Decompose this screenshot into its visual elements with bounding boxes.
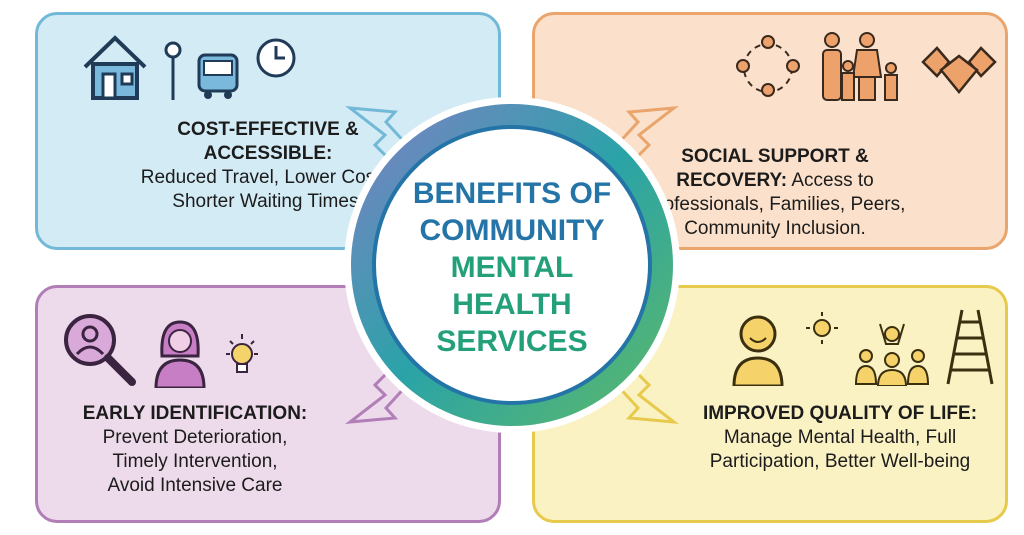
- panel-title: IMPROVED QUALITY OF LIFE:: [702, 403, 978, 424]
- panel-title: SOCIAL SUPPORT &: [681, 146, 869, 167]
- lightbulb-icon: [226, 334, 258, 373]
- center-title: BENEFITS OF COMMUNITY MENTAL HEALTH SERV…: [382, 175, 642, 360]
- panel-body: Avoid Intensive Care: [107, 475, 283, 496]
- panel-title: RECOVERY:: [676, 170, 788, 191]
- early-icons: [60, 310, 262, 388]
- ladder-icon: [946, 309, 994, 385]
- handshake-icon: [921, 46, 997, 94]
- panel-body: Access to: [791, 170, 874, 191]
- group-celebrate-icon: [854, 323, 930, 386]
- clock-icon: [256, 38, 296, 78]
- people-circle-icon: [736, 35, 800, 97]
- panel-title: COST-EFFECTIVE &: [177, 119, 359, 140]
- panel-body: Professionals, Families, Peers,: [644, 194, 906, 215]
- early-text: EARLY IDENTIFICATION: Prevent Deteriorat…: [45, 402, 345, 498]
- bus-stop-icon: [164, 41, 182, 100]
- panel-title: ACCESSIBLE:: [203, 143, 333, 164]
- house-icon: [83, 35, 147, 100]
- panel-title: EARLY IDENTIFICATION:: [82, 403, 308, 424]
- family-icon: [822, 32, 898, 101]
- panel-body: Participation, Better Well-being: [709, 451, 971, 472]
- panel-body: Reduced Travel, Lower Costs,: [140, 167, 396, 188]
- woman-icon: [154, 320, 206, 388]
- magnifier-person-icon: [64, 314, 136, 386]
- cost-icons: [80, 32, 298, 100]
- title-line: BENEFITS OF: [412, 177, 612, 210]
- panel-body: Shorter Waiting Times.: [172, 191, 364, 212]
- social-text: SOCIAL SUPPORT & RECOVERY: Access to Pro…: [545, 145, 1005, 241]
- title-line: HEALTH: [452, 288, 572, 321]
- title-line: SERVICES: [436, 325, 588, 358]
- panel-body: Prevent Deterioration,: [102, 427, 288, 448]
- bus-icon: [197, 53, 239, 99]
- panel-body: Timely Intervention,: [112, 451, 278, 472]
- title-line: MENTAL: [450, 251, 574, 284]
- panel-body: Manage Mental Health, Full: [723, 427, 957, 448]
- sun-icon: [806, 312, 838, 344]
- social-icons: [733, 32, 997, 102]
- smiling-person-icon: [732, 315, 784, 386]
- cost-text: COST-EFFECTIVE & ACCESSIBLE: Reduced Tra…: [45, 118, 491, 214]
- title-line: COMMUNITY: [419, 214, 605, 247]
- panel-body: Community Inclusion.: [684, 218, 866, 239]
- quality-text: IMPROVED QUALITY OF LIFE: Manage Mental …: [680, 402, 1000, 474]
- quality-icons: [730, 308, 998, 386]
